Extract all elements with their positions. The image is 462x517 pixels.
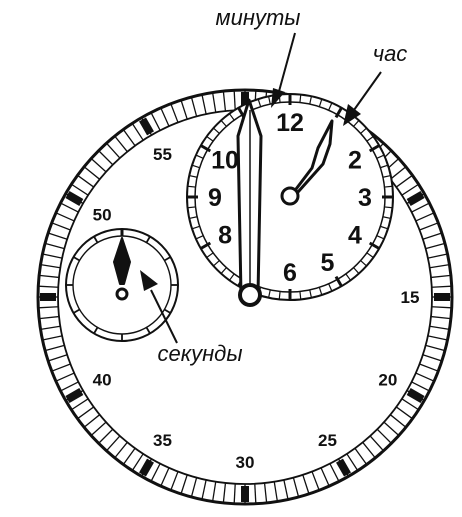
hour-subdial-label: 9 <box>208 184 222 212</box>
outer-scale-label: 40 <box>93 371 112 390</box>
hour-subdial-label: 5 <box>321 249 335 277</box>
outer-scale-label: 20 <box>378 371 397 390</box>
outer-scale-label: 55 <box>153 145 172 164</box>
seconds-subdial <box>66 229 178 341</box>
outer-scale-label: 15 <box>401 288 420 307</box>
hour-subdial-label: 12 <box>276 109 304 137</box>
hour-subdial-tick <box>384 207 392 208</box>
callout-minutes-label: минуты <box>216 5 301 30</box>
outer-scale-label: 25 <box>318 431 337 450</box>
outer-scale-major-mark <box>241 486 249 502</box>
outer-scale-label: 30 <box>236 453 255 472</box>
hour-subdial-tick <box>188 186 196 187</box>
seconds-hand-pivot <box>117 289 127 299</box>
outer-scale-label: 35 <box>153 431 172 450</box>
hour-subdial-tick <box>279 291 280 299</box>
hour-subdial-label: 6 <box>283 259 297 287</box>
hour-subdial-tick <box>300 291 301 299</box>
hour-subdial-label: 4 <box>348 222 362 250</box>
hour-subdial-label: 3 <box>358 184 372 212</box>
hour-subdial: 12 2 3 456 8 9 10 <box>187 94 393 300</box>
callout-hour-label: час <box>373 41 408 66</box>
hour-subdial-label: 2 <box>348 147 362 175</box>
hour-subdial-tick <box>188 207 196 208</box>
callout-hour: час <box>343 41 407 126</box>
hour-subdial-tick <box>300 95 301 103</box>
outer-scale-label: 50 <box>93 206 112 225</box>
minute-hand <box>238 100 261 305</box>
outer-scale-major-mark <box>40 293 56 301</box>
hour-subdial-label: 10 <box>211 147 239 175</box>
minute-hand-pivot <box>240 285 260 305</box>
hour-subdial-label: 8 <box>218 222 232 250</box>
callout-seconds-label: секунды <box>157 341 242 366</box>
hour-subdial-tick <box>384 186 392 187</box>
outer-scale-major-mark <box>434 293 450 301</box>
hour-hand-pivot <box>282 188 298 204</box>
